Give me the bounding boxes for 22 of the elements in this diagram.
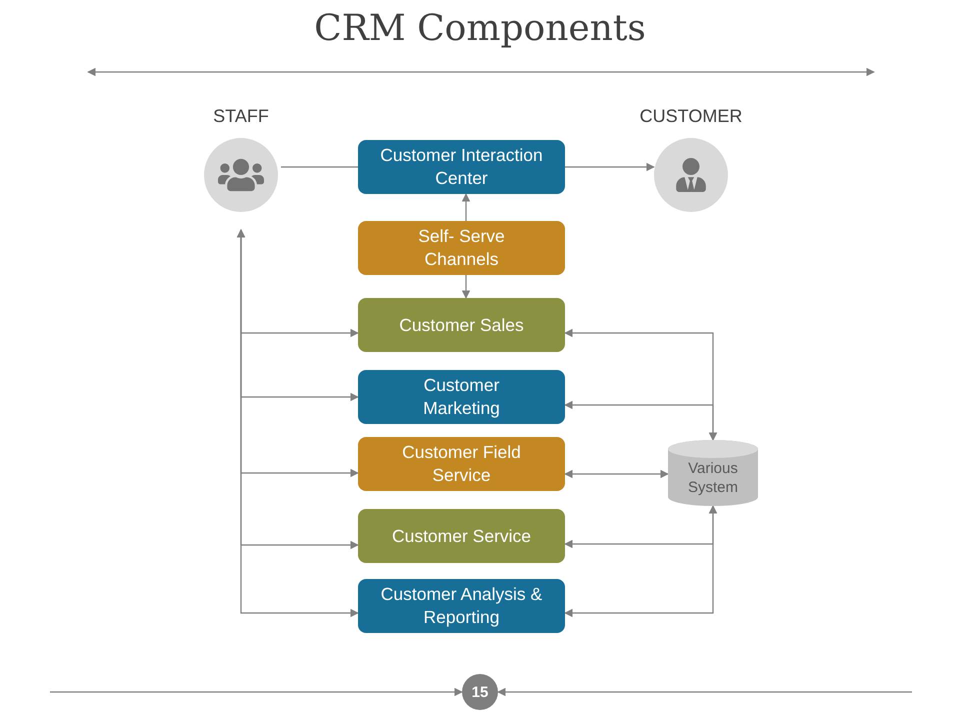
- arrow: [564, 400, 718, 441]
- page-number: 15: [462, 674, 498, 710]
- component-box: Customer Interaction Center: [358, 140, 565, 194]
- group-label: CUSTOMER: [640, 106, 742, 126]
- arrow: [462, 275, 470, 299]
- component-box: Customer Marketing: [358, 370, 565, 424]
- component-box: Customer Sales: [358, 298, 565, 352]
- database-cylinder: Various System: [668, 440, 758, 506]
- component-box: Customer Field Service: [358, 437, 565, 491]
- arrow: [565, 162, 655, 172]
- arrow: [564, 470, 669, 478]
- arrow: [564, 505, 718, 618]
- component-box: Customer Analysis & Reporting: [358, 579, 565, 633]
- arrow: [50, 688, 463, 696]
- group-label: STAFF: [213, 106, 269, 126]
- arrow: [462, 193, 470, 221]
- component-box: Customer Service: [358, 509, 565, 563]
- arrow: [497, 688, 912, 696]
- arrow: [236, 229, 359, 618]
- slide-title: CRM Components: [313, 8, 647, 49]
- component-box: Self- Serve Channels: [358, 221, 565, 275]
- connector-line: [281, 166, 358, 168]
